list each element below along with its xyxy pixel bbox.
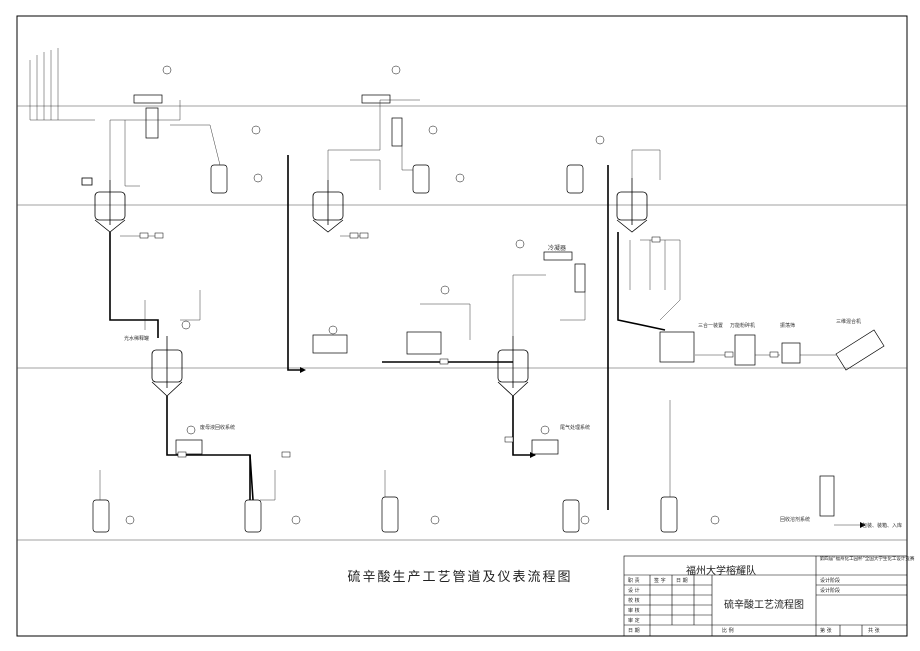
condenser-2 bbox=[361, 94, 403, 147]
drawing-title: 硫辛酸生产工艺管道及仪表流程图 bbox=[347, 570, 573, 585]
title-block-stage-1: 设计阶段 bbox=[820, 578, 841, 584]
title-block-school: 福州大学榕耀队 bbox=[686, 566, 756, 577]
title-block bbox=[623, 555, 908, 637]
condenser-3 bbox=[543, 251, 586, 293]
equipment-train bbox=[659, 329, 885, 517]
valve-markers bbox=[139, 232, 779, 458]
title-block-row-5: 审 定 bbox=[628, 618, 640, 624]
title-block-col-sign: 签 字 bbox=[654, 578, 666, 584]
reactor-r5 bbox=[497, 336, 529, 397]
label-mixer: 三维混合机 bbox=[836, 319, 862, 325]
floor-lines bbox=[17, 105, 907, 541]
filters bbox=[175, 331, 559, 455]
title-block-stage-2: 设计阶段 bbox=[820, 588, 841, 594]
label-recycle: 回收溶剂系统 bbox=[780, 517, 811, 523]
label-sieve: 振荡筛 bbox=[780, 323, 796, 329]
utility-lines bbox=[99, 99, 860, 526]
title-block-row-1: 职 责 bbox=[628, 578, 640, 584]
feed-lines bbox=[29, 48, 95, 121]
title-block-total: 共 张 bbox=[868, 628, 880, 634]
instrument-bubbles bbox=[125, 65, 720, 525]
tank-t1 bbox=[210, 164, 584, 194]
flow-arrows bbox=[300, 367, 866, 528]
tanks-bottom bbox=[92, 496, 678, 533]
label-crusher: 万能粉碎机 bbox=[730, 323, 756, 329]
title-block-row-6: 日 期 bbox=[628, 628, 640, 634]
label-dryer: 三合一装置 bbox=[698, 323, 724, 329]
title-block-col-date: 日 期 bbox=[676, 578, 688, 584]
reactor-r2 bbox=[312, 180, 344, 233]
label-condenser: 冷凝器 bbox=[548, 245, 567, 252]
title-block-sheet: 第 张 bbox=[820, 628, 832, 634]
title-block-row-4: 审 核 bbox=[628, 608, 640, 614]
title-block-drawing-name: 硫辛酸工艺流程图 bbox=[724, 600, 804, 611]
label-exhaust: 尾气处理系统 bbox=[560, 425, 591, 431]
label-packing: 包装、装箱、入库 bbox=[862, 523, 903, 529]
label-mother-liquor: 废母液回收系统 bbox=[200, 425, 236, 431]
title-block-row-2: 设 计 bbox=[628, 588, 640, 594]
drawing-frame bbox=[16, 15, 908, 637]
reactor-r3 bbox=[616, 178, 648, 233]
condenser-1 bbox=[133, 94, 163, 139]
process-piping bbox=[109, 155, 666, 510]
title-block-ratio: 比 例 bbox=[722, 628, 734, 634]
title-block-row-3: 校 核 bbox=[628, 598, 640, 604]
reactor-r4 bbox=[151, 336, 183, 397]
title-block-competition: 第四届“福州化工园杯”全国大学生化工设计竞赛 bbox=[819, 557, 915, 562]
label-tank-a: 光水稀释罐 bbox=[124, 336, 150, 342]
